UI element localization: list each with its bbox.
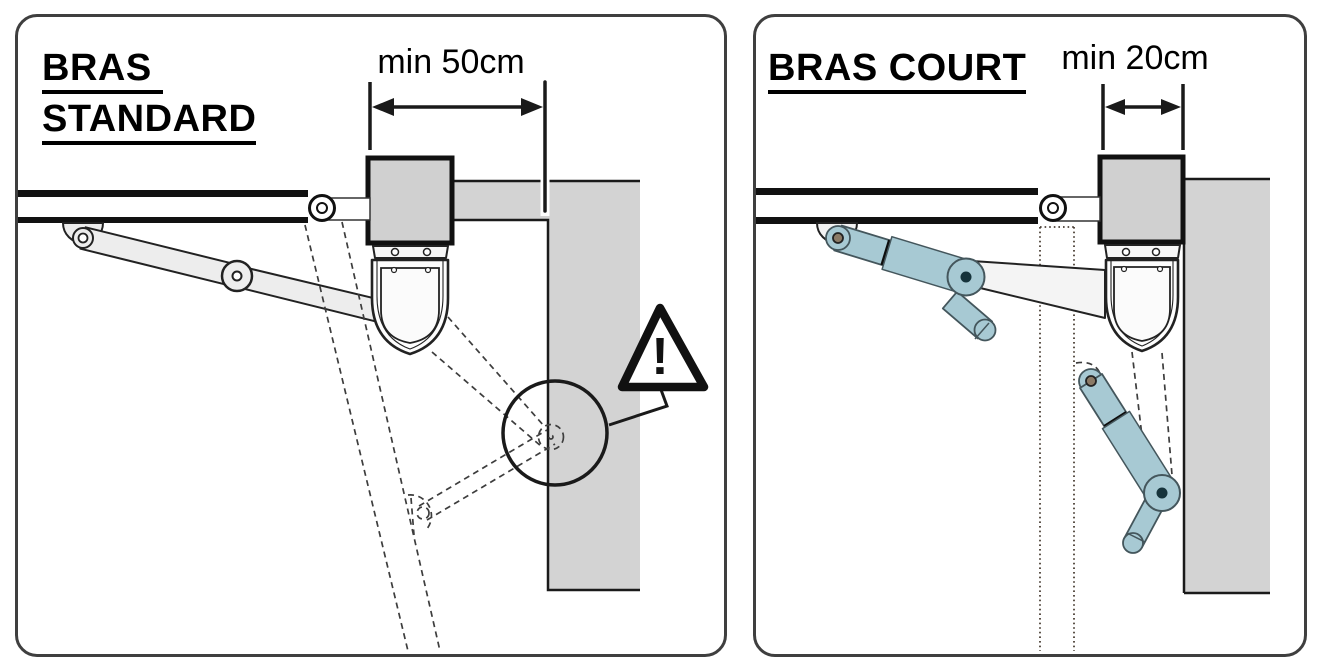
wall-and-pillar: [1182, 177, 1270, 595]
title-line-2: STANDARD: [42, 100, 257, 145]
title-line-1: BRAS: [42, 49, 163, 94]
motor-block: [1097, 154, 1186, 245]
panel-title: BRAS STANDARD: [42, 49, 257, 151]
panel-title: BRAS COURT: [768, 49, 1027, 100]
dimension-label: min 50cm: [377, 43, 525, 81]
panel-bras-standard: BRAS STANDARD min 50cm: [15, 14, 727, 657]
motor-block: [365, 155, 455, 246]
dimension-arrow: [368, 80, 550, 216]
short-arm-open: [1078, 368, 1181, 554]
open-position-dashed: [304, 221, 565, 652]
highlight-circle: [501, 379, 609, 487]
panel-bras-court: BRAS COURT min 20cm: [753, 14, 1307, 657]
gate-hinge: [308, 194, 371, 222]
callout-line: [608, 386, 669, 427]
gate-hinge: [1039, 194, 1101, 222]
dimension-label: min 20cm: [1061, 39, 1209, 77]
motor-body: [370, 245, 450, 356]
motor-body: [1104, 244, 1181, 353]
diagram-standard-arm: !: [18, 80, 709, 652]
warning-icon: !: [617, 303, 709, 392]
warning-glyph: !: [651, 328, 668, 386]
wall-and-pillar: [452, 179, 640, 592]
short-arm: [825, 224, 1106, 342]
title-line-1: BRAS COURT: [768, 49, 1027, 94]
diagram-short-arm: [756, 84, 1270, 651]
articulated-arm: [72, 226, 395, 326]
dimension-arrow: [1101, 84, 1185, 150]
gate-open-dotted: [1039, 226, 1075, 651]
gate-leaf: [18, 190, 308, 223]
gate-leaf: [756, 188, 1038, 224]
